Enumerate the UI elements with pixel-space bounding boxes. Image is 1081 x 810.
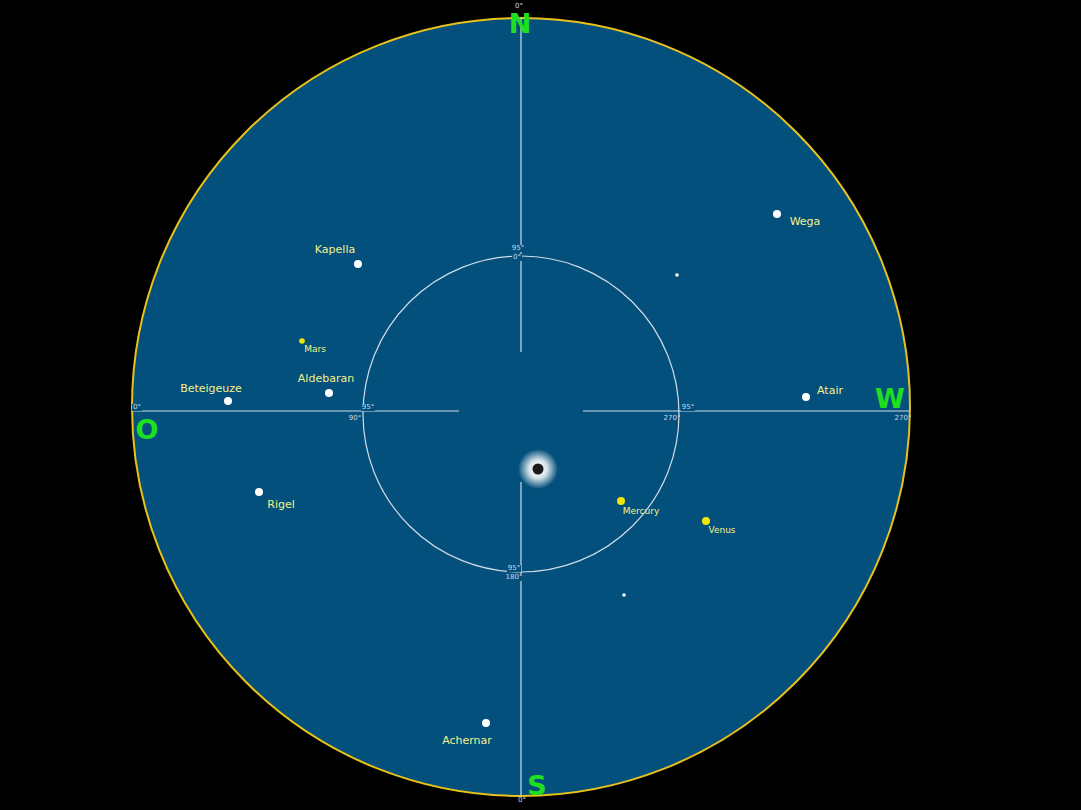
planet xyxy=(617,497,625,505)
star-name: Kapella xyxy=(315,244,355,255)
prime-vertical-line xyxy=(583,410,909,411)
degree-tick: 95° xyxy=(361,404,375,411)
sun xyxy=(533,464,544,475)
degree-tick: 90° xyxy=(349,415,361,422)
star-name: Aldebaran xyxy=(298,373,354,384)
prime-vertical-line xyxy=(133,410,459,411)
star xyxy=(325,389,333,397)
meridian-line xyxy=(520,18,521,352)
degree-tick: 0° xyxy=(512,254,522,261)
degree-tick: 270° xyxy=(664,415,681,422)
star xyxy=(675,273,679,277)
star xyxy=(773,210,781,218)
planet xyxy=(702,517,710,525)
compass-letter: N xyxy=(509,10,532,37)
planet xyxy=(299,338,305,344)
sun-glow xyxy=(518,449,558,489)
planets xyxy=(299,338,710,525)
star xyxy=(622,593,626,597)
star xyxy=(255,488,263,496)
planet-name: Mercury xyxy=(623,507,659,516)
meridian-line xyxy=(520,482,521,796)
star xyxy=(802,393,810,401)
star-name: Atair xyxy=(817,385,843,396)
degree-tick: 0° xyxy=(518,797,526,804)
star xyxy=(354,260,362,268)
degree-tick: 95° xyxy=(507,565,521,572)
star-name: Beteigeuze xyxy=(180,383,242,394)
planet-name: Venus xyxy=(708,526,735,535)
star-name: Achernar xyxy=(442,735,492,746)
degree-tick: 95° xyxy=(511,245,525,252)
star-name: Wega xyxy=(790,216,821,227)
degree-tick: 0° xyxy=(515,3,523,10)
compass-letter: W xyxy=(875,385,905,412)
compass-letter: O xyxy=(136,416,159,443)
stars xyxy=(224,210,810,727)
horizon-circle xyxy=(132,18,910,796)
star xyxy=(224,397,232,405)
planet-name: Mars xyxy=(304,345,326,354)
degree-tick: 180° xyxy=(505,574,524,581)
compass-letter: S xyxy=(527,772,546,799)
star xyxy=(482,719,490,727)
degree-tick: 95° xyxy=(681,404,695,411)
degree-tick: 270° xyxy=(895,415,912,422)
degree-tick: 0° xyxy=(132,404,142,411)
star-name: Rigel xyxy=(267,499,295,510)
